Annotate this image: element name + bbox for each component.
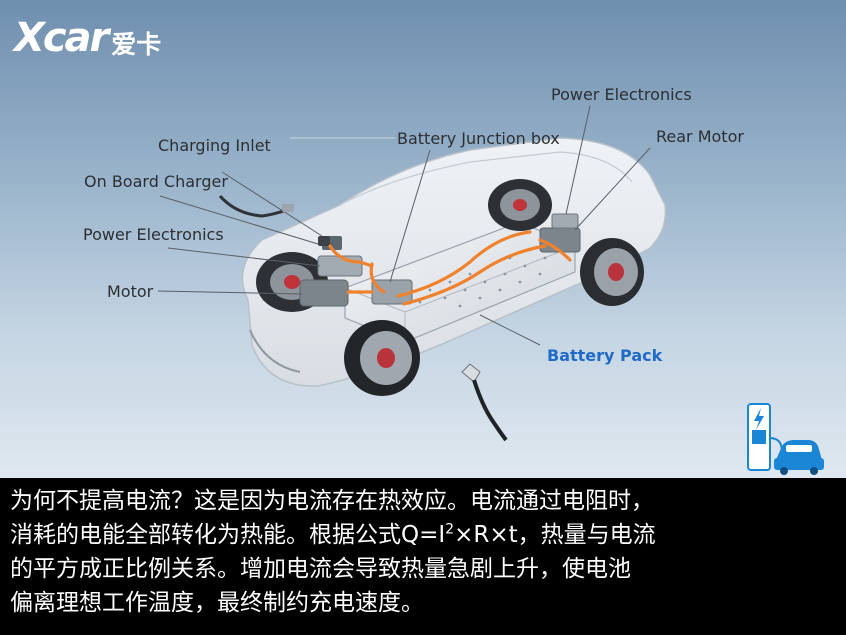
leader-lines bbox=[157, 105, 651, 346]
battery-junction-box-unit bbox=[371, 279, 413, 305]
front-power-electronics bbox=[317, 255, 363, 277]
caption-line-1: 为何不提高电流？这是因为电流存在热效应。电流通过电阻时， bbox=[10, 488, 654, 514]
rear-motor-unit bbox=[539, 227, 581, 253]
label-battery-pack: Battery Pack bbox=[547, 346, 663, 365]
label-charging-inlet: Charging Inlet bbox=[158, 136, 271, 155]
charging-inlet-port bbox=[318, 236, 330, 246]
diagram-stage: Xcar 爱卡 bbox=[0, 0, 846, 478]
label-motor: Motor bbox=[107, 282, 154, 301]
label-rear-motor: Rear Motor bbox=[656, 127, 744, 146]
caption-line-2-a: 消耗的电能全部转化为热能。根据公式Q=I bbox=[10, 522, 446, 548]
caption-line-2: 消耗的电能全部转化为热能。根据公式Q=I2×R×t，热量与电流 bbox=[10, 518, 836, 552]
label-power-electronics-rear: Power Electronics bbox=[551, 85, 692, 104]
front-motor bbox=[299, 279, 349, 307]
logo-mark: Xcar bbox=[14, 15, 109, 61]
rear-wheel-left bbox=[488, 179, 552, 231]
logo-text: 爱卡 bbox=[111, 29, 162, 59]
xcar-logo: Xcar 爱卡 bbox=[14, 18, 161, 58]
label-power-electronics-front: Power Electronics bbox=[83, 225, 224, 244]
loose-cable-top bbox=[218, 194, 294, 218]
charging-plug bbox=[461, 363, 508, 442]
lightning-bolt-icon bbox=[754, 408, 764, 430]
ev-illustration bbox=[157, 105, 824, 475]
caption-panel: 为何不提高电流？这是因为电流存在热效应。电流通过电阻时， 消耗的电能全部转化为热… bbox=[0, 478, 846, 635]
caption-superscript: 2 bbox=[445, 521, 455, 538]
label-on-board-charger: On Board Charger bbox=[84, 172, 228, 191]
caption-line-4: 偏离理想工作温度，最终制约充电速度。 bbox=[10, 590, 424, 616]
car-icon bbox=[774, 440, 824, 475]
caption-line-3: 的平方成正比例关系。增加电流会导致热量急剧上升，使电池 bbox=[10, 556, 631, 582]
rear-power-electronics-unit bbox=[551, 213, 579, 229]
caption-line-2-b: ×R×t，热量与电流 bbox=[454, 522, 656, 548]
charging-station-icon bbox=[747, 403, 783, 471]
label-battery-junction-box: Battery Junction box bbox=[397, 129, 560, 148]
hv-cables bbox=[328, 230, 572, 306]
front-wheel-right bbox=[344, 320, 420, 396]
rear-wheel-right bbox=[580, 238, 644, 306]
